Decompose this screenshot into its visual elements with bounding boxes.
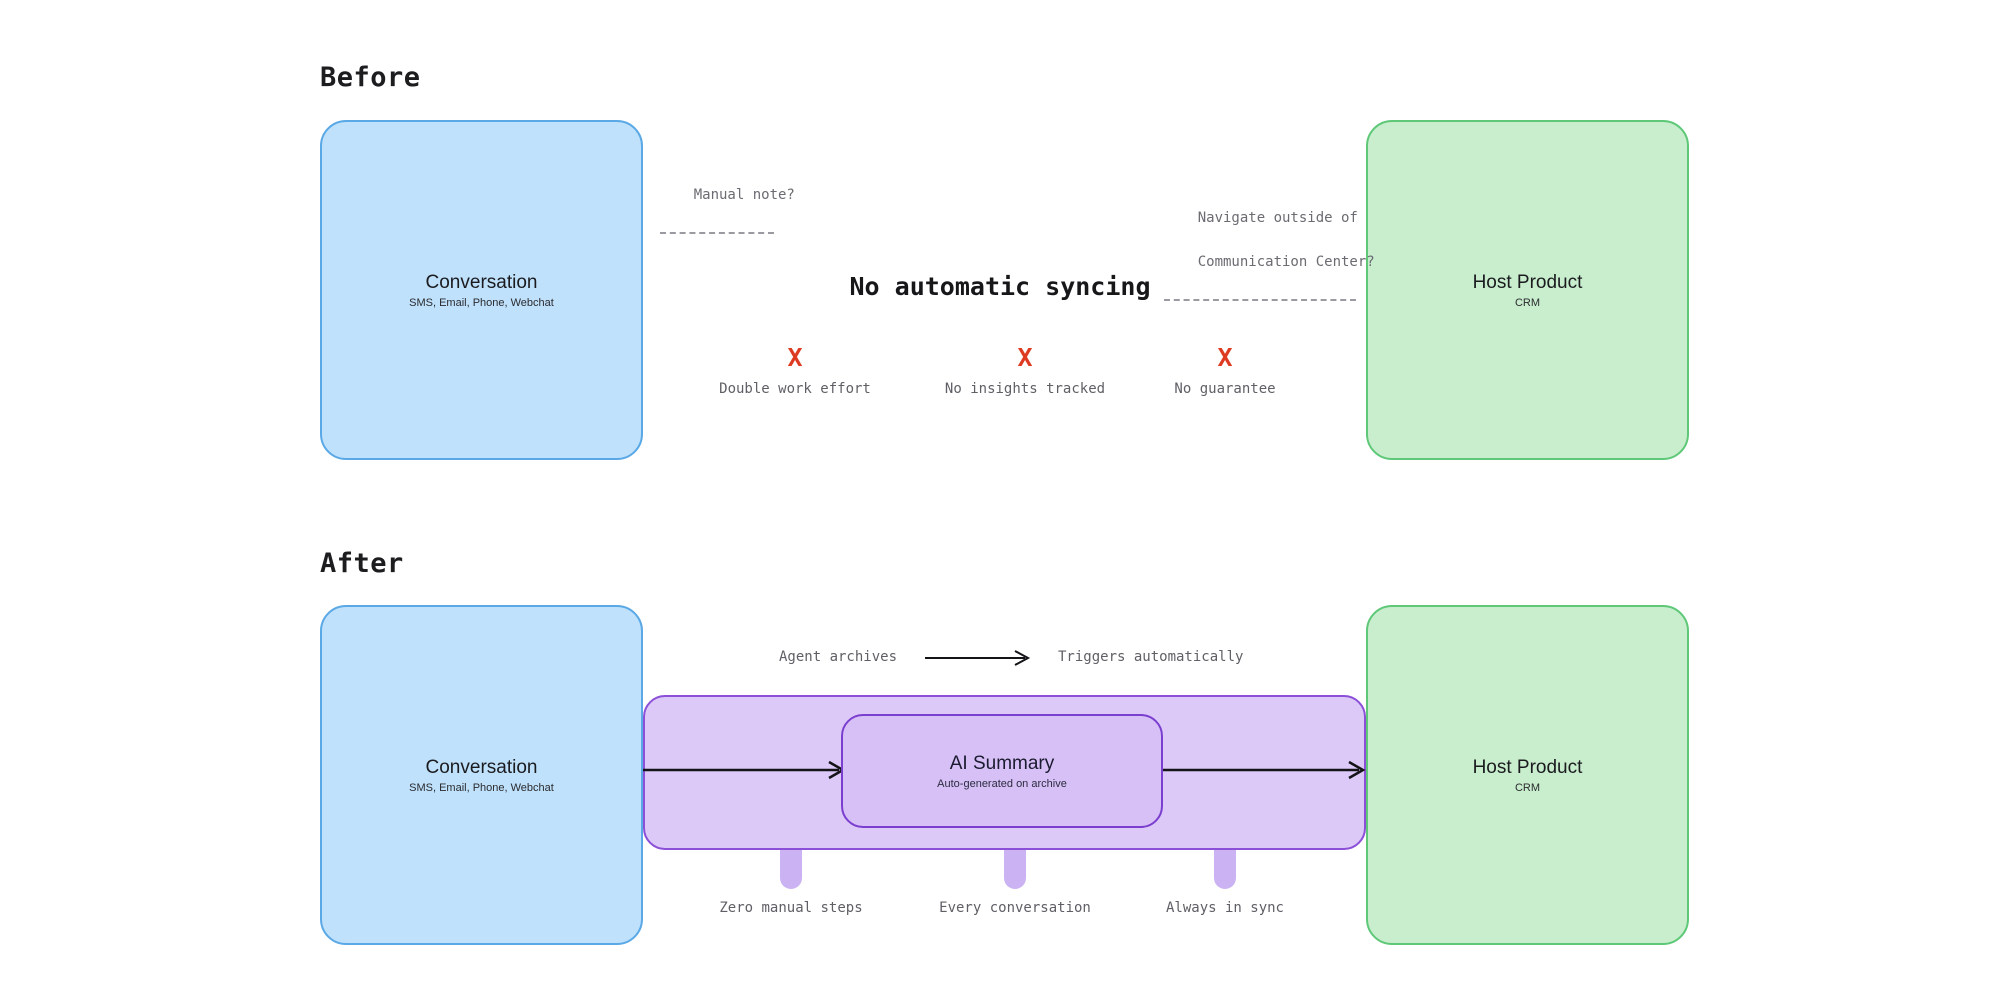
ai-summary-subtitle: Auto-generated on archive (937, 777, 1067, 790)
benefit-always-in-sync: Always in sync (1105, 850, 1345, 916)
after-host-product-subtitle: CRM (1514, 782, 1541, 795)
benefit-tab-shape (1004, 850, 1026, 889)
before-marker-double-work: X Double work effort (675, 345, 915, 397)
navigate-note-line-1: Navigate outside of (1197, 210, 1358, 226)
after-conversation-box: Conversation SMS, Email, Phone, Webchat (320, 605, 643, 945)
benefit-tab-shape (1214, 850, 1236, 889)
benefit-every-conversation: Every conversation (895, 850, 1135, 916)
ai-summary-box: AI Summary Auto-generated on archive (841, 714, 1163, 828)
x-mark-icon: X (787, 343, 803, 372)
manual-note-underline (660, 232, 774, 234)
navigate-note-underline (1164, 299, 1356, 301)
navigate-note-annotation: Navigate outside of Communication Center… (1164, 185, 1375, 345)
benefit-label: Every conversation (939, 900, 1091, 916)
manual-note-line-1: Manual note? (693, 187, 795, 203)
trigger-arrow-icon (925, 650, 1031, 666)
before-marker-no-insights: X No insights tracked (905, 345, 1145, 397)
benefit-zero-manual-steps: Zero manual steps (671, 850, 911, 916)
flow-arrow-out-icon (1163, 760, 1366, 780)
before-conversation-subtitle: SMS, Email, Phone, Webchat (409, 297, 554, 310)
before-host-product-box: Host Product CRM (1366, 120, 1689, 460)
section-title-before: Before (320, 62, 421, 93)
benefit-tab-shape (780, 850, 802, 889)
section-title-after: After (320, 548, 404, 579)
before-marker-no-guarantee: X No guarantee (1105, 345, 1345, 397)
benefit-label: Always in sync (1165, 900, 1284, 916)
before-marker-label: No insights tracked (944, 381, 1106, 397)
ai-summary-title: AI Summary (949, 752, 1055, 774)
after-conversation-title: Conversation (425, 756, 538, 778)
benefit-label: Zero manual steps (719, 900, 863, 916)
after-host-product-box: Host Product CRM (1366, 605, 1689, 945)
x-mark-icon: X (1017, 343, 1033, 372)
after-host-product-title: Host Product (1472, 756, 1583, 778)
flow-arrow-in-icon (643, 760, 846, 780)
trigger-left-label: Agent archives (779, 649, 898, 665)
x-mark-icon: X (1217, 343, 1233, 372)
trigger-right-label: Triggers automatically (1058, 649, 1244, 665)
before-marker-label: Double work effort (719, 381, 871, 397)
after-conversation-subtitle: SMS, Email, Phone, Webchat (409, 782, 554, 795)
before-marker-label: No guarantee (1174, 381, 1276, 397)
before-host-product-title: Host Product (1472, 271, 1583, 293)
manual-note-annotation: Manual note? (660, 162, 795, 278)
before-headline: No automatic syncing (849, 272, 1151, 301)
before-host-product-subtitle: CRM (1514, 297, 1541, 310)
before-conversation-title: Conversation (425, 271, 538, 293)
before-conversation-box: Conversation SMS, Email, Phone, Webchat (320, 120, 643, 460)
navigate-note-line-2: Communication Center? (1197, 254, 1375, 270)
